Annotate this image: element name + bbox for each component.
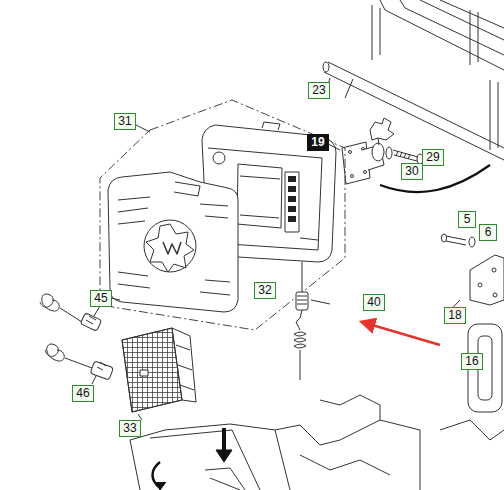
- callout-number: 16: [461, 353, 482, 370]
- callout-number: 40: [363, 294, 384, 311]
- callout-number: 31: [114, 113, 135, 130]
- cable: [40, 294, 113, 384]
- callout-number: 29: [422, 149, 443, 166]
- callout-number: 33: [119, 420, 140, 437]
- callout-number: 19: [307, 134, 328, 151]
- pipe: [323, 62, 504, 160]
- leader-line: [111, 78, 470, 362]
- callout-number: 5: [458, 211, 476, 228]
- callout-number: 6: [479, 224, 497, 241]
- callout-number: 45: [90, 290, 111, 307]
- bracket-clamp: [342, 118, 394, 184]
- control-module: [122, 328, 196, 420]
- protective-cover: [108, 172, 238, 312]
- callout-number: 46: [72, 385, 93, 402]
- callout-number: 30: [401, 163, 422, 180]
- chassis: [130, 395, 504, 490]
- callout-number: 32: [254, 282, 275, 299]
- assembly-outline: [100, 100, 345, 330]
- callout-number: 18: [444, 307, 465, 324]
- callout-number: 23: [308, 82, 329, 99]
- wire: [380, 165, 490, 192]
- highlight-arrow: [362, 322, 440, 345]
- bolt: [442, 234, 476, 247]
- mounting-plate: [470, 255, 504, 305]
- cable: [294, 262, 330, 380]
- bolt: [386, 147, 423, 164]
